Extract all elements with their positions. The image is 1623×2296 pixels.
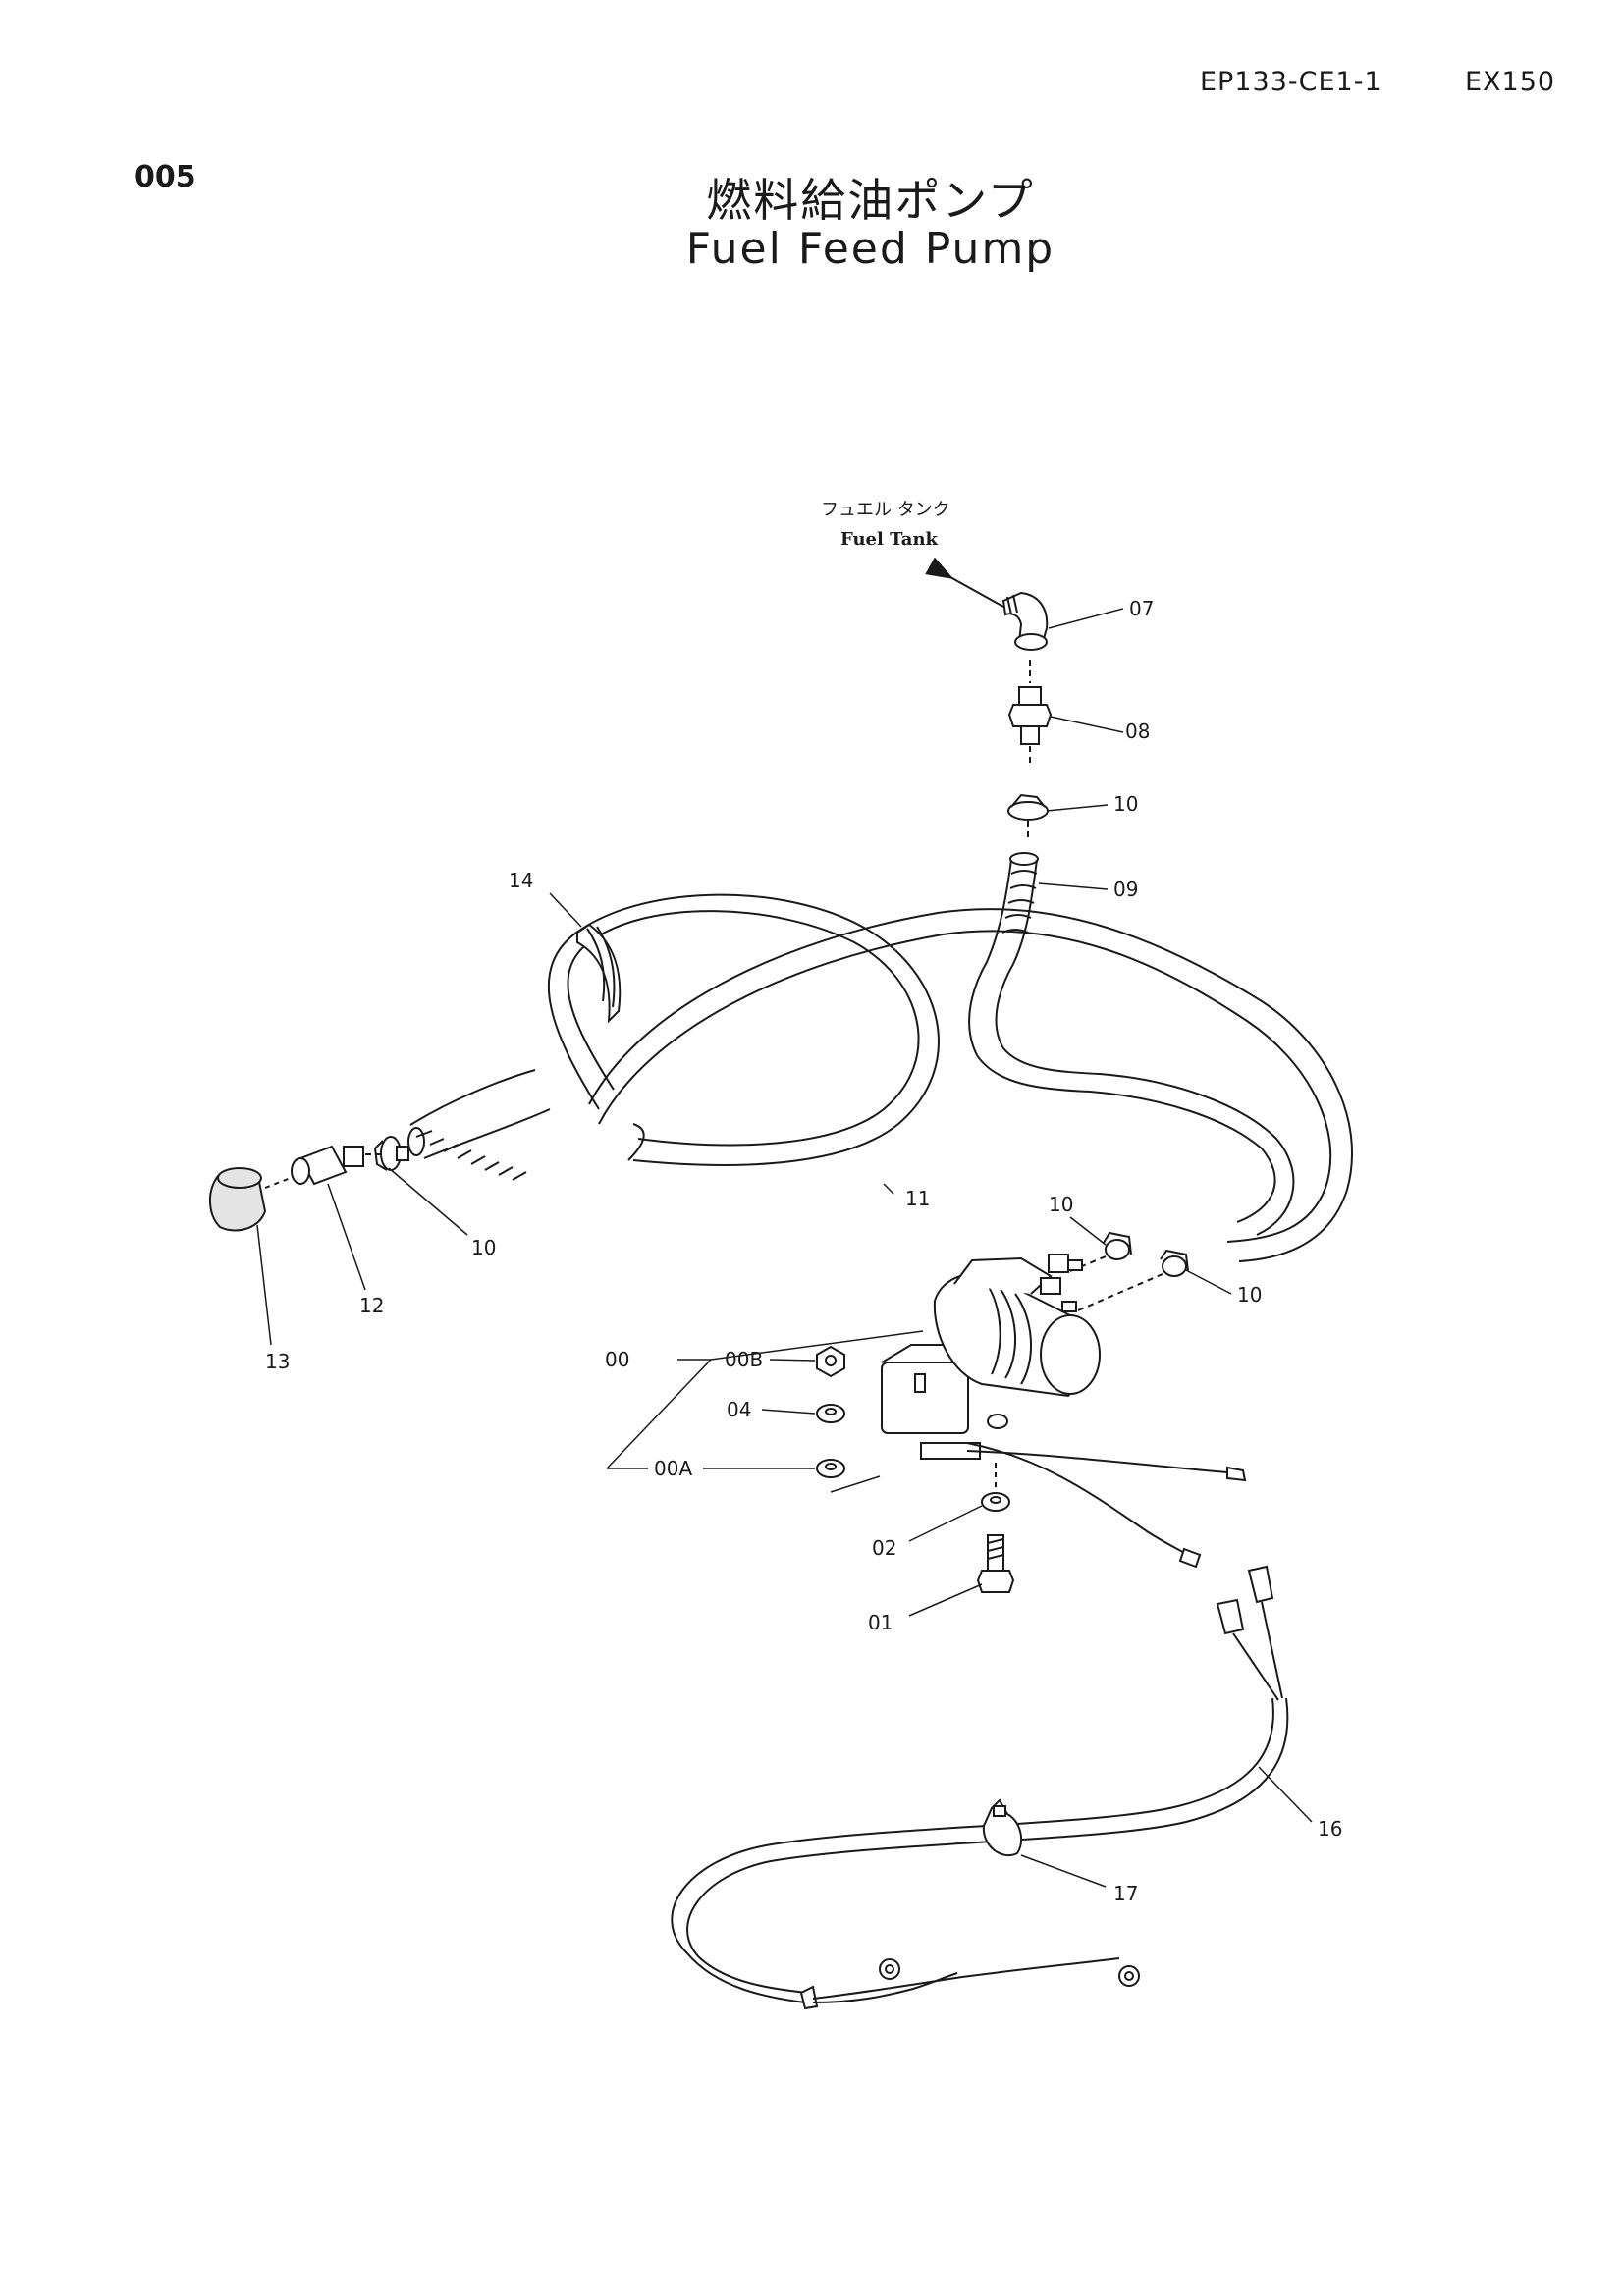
page-number: 005: [135, 160, 196, 194]
label-07: 07: [1129, 597, 1154, 620]
part-10-clamp-top: [1007, 793, 1049, 842]
title-english: Fuel Feed Pump: [685, 224, 1055, 274]
part-08-adapter: [1007, 660, 1053, 766]
label-01: 01: [868, 1611, 893, 1634]
part-10-clamp-right-a: [1103, 1231, 1132, 1260]
label-02: 02: [872, 1536, 896, 1560]
label-04: 04: [727, 1398, 751, 1421]
label-10-top: 10: [1113, 792, 1138, 816]
part-00-pump-assembly: [881, 1254, 1247, 1569]
label-09: 09: [1113, 878, 1138, 901]
part-00b-nut: [816, 1345, 845, 1378]
fuel-tank-arrow: [925, 557, 1004, 608]
part-01-bolt: [976, 1534, 1015, 1593]
destination-label-jp: フュエル タンク: [821, 500, 950, 520]
label-16: 16: [1318, 1817, 1342, 1841]
part-09-hose: [968, 852, 1295, 1236]
label-12: 12: [359, 1294, 384, 1317]
part-04-washer: [816, 1404, 845, 1423]
label-10-right-b: 10: [1237, 1283, 1262, 1307]
part-10-clamp-left: [373, 1136, 409, 1171]
part-14-band: [576, 923, 622, 1024]
label-11: 11: [905, 1187, 930, 1210]
part-07-elbow-fitting: [1001, 591, 1049, 651]
label-00: 00: [605, 1348, 629, 1371]
model-number: EX150: [1465, 67, 1556, 97]
label-08: 08: [1125, 720, 1150, 743]
label-10-left: 10: [471, 1236, 496, 1259]
label-10-right-a: 10: [1049, 1193, 1073, 1216]
part-16-harness: [671, 1565, 1289, 2010]
part-13-strainer: [209, 1167, 292, 1232]
document-code: EP133-CE1-1: [1200, 67, 1382, 97]
label-17: 17: [1113, 1882, 1138, 1905]
label-00b: 00B: [725, 1348, 763, 1371]
label-13: 13: [265, 1350, 290, 1373]
part-10-clamp-right-b: [1160, 1249, 1189, 1277]
part-02-washer: [981, 1463, 1010, 1512]
label-14: 14: [509, 869, 533, 892]
part-labels: 07 08 10 09 14 11 10 12 13 10 10 00 00B …: [265, 597, 1342, 1905]
part-00a-washer: [816, 1459, 845, 1478]
part-12-connector: [291, 1145, 385, 1186]
destination-label-en: Fuel Tank: [840, 529, 939, 550]
leader-lines: [256, 608, 1313, 1888]
part-11-hose: [407, 893, 1353, 1262]
part-17-clip: [982, 1798, 1023, 1856]
label-00a: 00A: [654, 1457, 692, 1480]
title-japanese: 燃料給油ポンプ: [706, 174, 1035, 227]
